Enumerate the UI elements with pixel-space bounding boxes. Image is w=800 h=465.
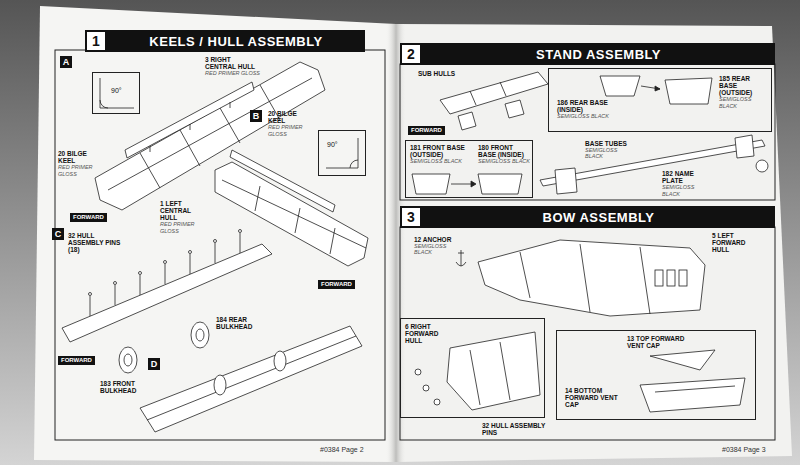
callout-text: 14 BOTTOM FORWARD VENT CAP [565,387,627,408]
paint-note: SEMIGLOSS BLACK [662,184,712,197]
step-title: STAND ASSEMBLY [422,47,775,62]
paint-note: RED PRIMER GLOSS [268,124,313,137]
label-group: 20 BILGE KEELRED PRIMER GLOSS [268,110,313,137]
forward-arrow-label: FORWARD [318,280,355,289]
angle-text: 90° [327,141,338,148]
page-number: #0384 Page 2 [320,446,364,453]
callout-text: 20 BILGE KEEL [268,110,313,124]
forward-arrow-label: FORWARD [70,213,107,222]
label-group: SUB HULLS [418,70,455,77]
callout-text: 184 REAR BULKHEAD [216,316,268,330]
label-group: 5 LEFT FORWARD HULL [712,232,762,253]
inset-box: 6 RIGHT FORWARD HULL [400,318,545,418]
page-number: #0384 Page 3 [722,446,766,453]
step-header: 2STAND ASSEMBLY [400,43,775,65]
callout-text: 13 TOP FORWARD VENT CAP [627,335,689,349]
callout-text: 12 ANCHOR [414,236,452,243]
callout-group: 14 BOTTOM FORWARD VENT CAP [565,387,627,408]
forward-arrow-label: FORWARD [58,356,95,365]
callout-text: SUB HULLS [418,70,455,77]
label-group: 3 RIGHT CENTRAL HULLRED PRIMER GLOSS [205,56,263,77]
label-group: 12 ANCHORSEMIGLOSS BLACK [414,236,452,256]
callout-group: 6 RIGHT FORWARD HULL [405,323,450,344]
callout-text: 6 RIGHT FORWARD HULL [405,323,450,344]
label-group: 184 REAR BULKHEAD [216,316,268,330]
inset-box: 90° [318,130,366,176]
callout-group: 180 FRONT BASE (INSIDE)SEMIGLOSS BLACK [478,144,530,165]
paint-note: RED PRIMER GLOSS [205,70,263,76]
callout-text: 183 FRONT BULKHEAD [100,380,152,394]
label-group: FORWARD [318,272,355,290]
callout-group: 181 FRONT BASE (OUTSIDE)SEMIGLOSS BLACK [410,144,466,165]
section-letter: D [148,358,160,370]
callout-group: 90° [327,141,338,148]
label-group: 32 HULL ASSEMBLY PINS [482,422,552,436]
label-group: 182 NAME PLATESEMIGLOSS BLACK [662,170,712,197]
angle-text: 90° [111,87,122,94]
section-letter: C [52,228,64,240]
paint-note: SEMIGLOSS BLACK [410,158,466,164]
callout-text: 5 LEFT FORWARD HULL [712,232,762,253]
label-group: 20 BILGE KEELRED PRIMER GLOSS [58,150,103,177]
inset-box: 186 REAR BASE (INSIDE)SEMIGLOSS BLACK185… [548,68,772,132]
label-group: BASE TUBESSEMIGLOSS BLACK [585,140,635,160]
paint-note: SEMIGLOSS BLACK [585,147,635,160]
callout-group: 13 TOP FORWARD VENT CAP [627,335,689,349]
section-letter-text: A [63,58,70,67]
callout-text: 32 HULL ASSEMBLY PINS [482,422,552,436]
paint-note: SEMIGLOSS BLACK [478,158,530,164]
section-letter-text: D [151,360,158,369]
paint-note: RED PRIMER GLOSS [160,221,210,234]
section-letter: A [60,56,72,68]
step-title: KEELS / HULL ASSEMBLY [107,34,365,49]
paint-note: SEMIGLOSS BLACK [719,96,769,109]
callout-text: 186 REAR BASE (INSIDE) [557,99,612,113]
label-group: 183 FRONT BULKHEAD [100,380,152,394]
callout-text: 1 LEFT CENTRAL HULL [160,200,210,221]
paint-note: RED PRIMER GLOSS [58,164,103,177]
label-group: FORWARD [58,348,95,366]
inset-box: 181 FRONT BASE (OUTSIDE)SEMIGLOSS BLACK1… [405,140,533,198]
label-group: #0384 Page 3 [722,446,766,453]
callout-text: 182 NAME PLATE [662,170,712,184]
label-group: 1 LEFT CENTRAL HULLRED PRIMER GLOSS [160,200,210,234]
callout-text: 32 HULL ASSEMBLY PINS (18) [68,232,128,253]
callout-text: BASE TUBES [585,140,635,147]
label-group: FORWARD [70,205,107,223]
paint-note: SEMIGLOSS BLACK [557,113,612,119]
label-group: 32 HULL ASSEMBLY PINS (18) [68,232,128,253]
inset-box: 90° [92,72,140,114]
callout-text: 185 REAR BASE (OUTSIDE) [719,75,769,96]
forward-arrow-label: FORWARD [408,126,445,135]
label-group: #0384 Page 2 [320,446,364,453]
callout-group: 90° [111,87,122,94]
callout-text: 180 FRONT BASE (INSIDE) [478,144,530,158]
callout-group: 186 REAR BASE (INSIDE)SEMIGLOSS BLACK [557,99,612,120]
label-group: FORWARD [408,118,445,136]
step-number: 1 [85,30,107,52]
section-letter: B [250,110,262,122]
callout-group: 185 REAR BASE (OUTSIDE)SEMIGLOSS BLACK [719,75,769,109]
step-number: 3 [400,206,422,228]
step-header: 3BOW ASSEMBLY [400,206,775,228]
step-number: 2 [400,43,422,65]
callout-text: 3 RIGHT CENTRAL HULL [205,56,263,70]
section-letter-text: C [55,230,62,239]
step-header: 1KEELS / HULL ASSEMBLY [85,30,365,52]
inset-box: 13 TOP FORWARD VENT CAP 14 BOTTOM FORWARD… [556,330,756,420]
paint-note: SEMIGLOSS BLACK [414,243,452,256]
callout-text: 181 FRONT BASE (OUTSIDE) [410,144,466,158]
section-letter-text: B [253,112,260,121]
callout-text: 20 BILGE KEEL [58,150,103,164]
step-title: BOW ASSEMBLY [422,210,775,225]
